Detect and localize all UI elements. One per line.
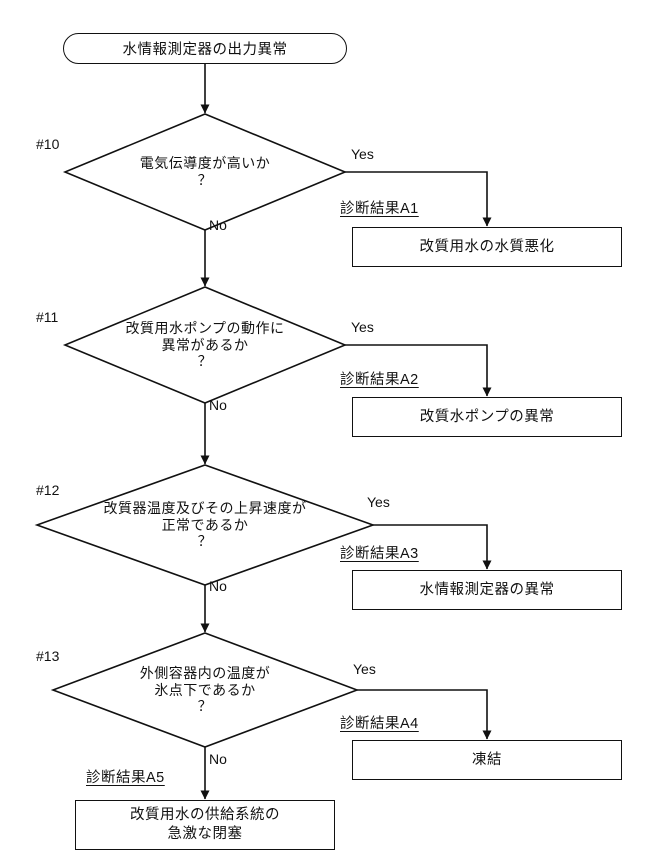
decision-d11-text: 改質用水ポンプの動作に 異常があるか ？ <box>65 320 345 370</box>
decision-d10-text: 電気伝導度が高いか ？ <box>65 155 345 188</box>
result-a3-box: 水情報測定器の異常 <box>352 570 622 610</box>
decision-text-line: 改質器温度及びその上昇速度が <box>103 500 307 516</box>
d12-yes-label: Yes <box>367 494 390 510</box>
result-box-line: 急激な閉塞 <box>167 826 243 842</box>
connector-d13-yes <box>357 689 492 740</box>
step-id-10: #10 <box>36 136 60 152</box>
decision-d12-diamond <box>34 464 376 586</box>
start-node: 水情報測定器の出力異常 <box>63 33 347 64</box>
result-box-line: 改質用水の供給系統の <box>130 807 280 823</box>
result-box-line: 水情報測定器の異常 <box>419 581 555 598</box>
step-id-11: #11 <box>36 309 59 325</box>
result-a4-box: 凍結 <box>352 740 622 780</box>
result-a4-label: 診断結果A4 <box>340 716 419 732</box>
decision-text-line: ？ <box>197 171 213 188</box>
result-a5-box: 改質用水の供給系統の 急激な閉塞 <box>75 800 335 850</box>
decision-text-line: 氷点下であるか <box>154 681 256 698</box>
step-id-12: #12 <box>36 482 60 498</box>
decision-d13-diamond <box>50 632 360 748</box>
connector-d10-yes <box>345 171 492 227</box>
result-a5-label: 診断結果A5 <box>86 770 165 786</box>
decision-d12-text: 改質器温度及びその上昇速度が 正常であるか ？ <box>37 500 373 550</box>
connector-d11-yes <box>345 344 492 397</box>
decision-d10-diamond <box>62 113 348 231</box>
start-node-label: 水情報測定器の出力異常 <box>122 42 288 58</box>
decision-text-line: 外側容器内の温度が <box>139 665 271 681</box>
d10-no-label: No <box>209 217 227 233</box>
result-box-line: 改質水ポンプの異常 <box>419 408 555 425</box>
decision-d11-diamond <box>62 286 348 404</box>
result-a2-label: 診断結果A2 <box>340 372 419 388</box>
decision-text-line: 正常であるか <box>161 516 249 533</box>
result-box-line: 凍結 <box>472 751 502 768</box>
d11-yes-label: Yes <box>351 319 374 335</box>
result-a3-label: 診断結果A3 <box>340 546 419 562</box>
d12-no-label: No <box>209 578 227 594</box>
d13-yes-label: Yes <box>353 661 376 677</box>
result-a1-box: 改質用水の水質悪化 <box>352 227 622 267</box>
result-a2-box: 改質水ポンプの異常 <box>352 397 622 437</box>
d11-no-label: No <box>209 397 227 413</box>
decision-text-line: ？ <box>197 698 213 714</box>
connector-d12-yes <box>373 524 492 570</box>
decision-d13-text: 外側容器内の温度が 氷点下であるか ？ <box>53 665 357 715</box>
d13-no-label: No <box>209 751 227 767</box>
decision-text-line: 電気伝導度が高いか <box>139 155 271 171</box>
decision-text-line: ？ <box>197 533 213 549</box>
d10-yes-label: Yes <box>351 146 374 162</box>
result-a1-label: 診断結果A1 <box>340 201 419 217</box>
step-id-13: #13 <box>36 648 60 664</box>
decision-text-line: ？ <box>197 353 213 369</box>
decision-text-line: 改質用水ポンプの動作に <box>125 320 285 336</box>
result-box-line: 改質用水の水質悪化 <box>419 238 555 255</box>
decision-text-line: 異常があるか <box>161 336 249 353</box>
